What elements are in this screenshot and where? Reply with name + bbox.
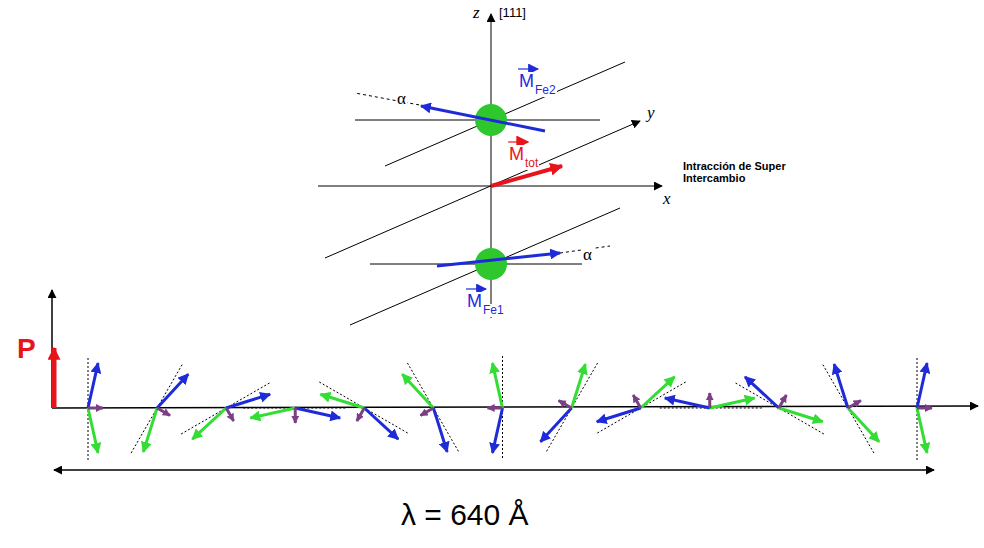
spin-axis-guide	[131, 363, 183, 453]
fe-atom	[475, 248, 507, 280]
moment-fe2	[421, 106, 545, 131]
spin-arrow	[157, 374, 188, 408]
spin-arrow	[492, 408, 502, 453]
spin-arrow	[143, 408, 157, 452]
axis-direction: [111]	[498, 6, 527, 20]
vector-sign	[466, 288, 486, 289]
spin-arrow	[364, 408, 398, 439]
spin-arrow	[320, 394, 364, 408]
vector-subscript: Fe1	[482, 304, 505, 317]
wavelength-label: λ = 640 Å	[400, 498, 530, 531]
interaction-note: Intracción de Super Intercambio	[682, 160, 809, 184]
vector-symbol: M	[518, 72, 535, 92]
y-axis	[325, 121, 640, 258]
spin-arrow	[834, 364, 848, 408]
net-moment-arrow	[420, 408, 433, 416]
spin-axis-guide	[734, 382, 824, 434]
spin-arrow	[710, 398, 755, 408]
axis-name: x	[662, 190, 672, 209]
spin-arrow	[779, 408, 823, 422]
net-moment-arrow	[779, 395, 787, 408]
spin-axis-guide	[546, 363, 598, 453]
spin-axis-guide	[822, 363, 874, 453]
vector-symbol: M	[508, 145, 525, 165]
polarization-arrow	[52, 348, 57, 408]
spin-arrow	[540, 408, 571, 442]
net-moment-arrow	[488, 407, 503, 410]
net-moment-arrow	[917, 407, 932, 410]
net-moment-arrow	[357, 408, 365, 421]
net-moment-arrow	[848, 401, 861, 409]
angle-label: α	[582, 246, 593, 265]
vector-subscript: tot	[524, 157, 539, 170]
spin-arrow	[665, 398, 710, 408]
angle-guide	[355, 93, 425, 106]
net-moment-arrow	[226, 408, 234, 421]
angle-label: α	[396, 90, 407, 109]
spin-arrow	[745, 377, 779, 408]
spin-cycloid	[88, 356, 932, 460]
spin-axis-guide	[407, 363, 459, 453]
spin-arrow	[572, 364, 586, 408]
axes	[318, 14, 662, 325]
spin-arrow	[917, 363, 927, 408]
spin-arrow	[226, 394, 270, 408]
spin-arrow	[433, 408, 447, 452]
spin-arrow	[250, 408, 295, 418]
propagation-axis	[52, 406, 978, 408]
vector-sign	[508, 141, 528, 142]
net-moment-arrow	[157, 408, 170, 416]
spin-arrow	[192, 408, 226, 439]
net-moment-arrow	[294, 408, 297, 423]
moment-fe1	[437, 253, 560, 266]
axis-name: z	[472, 4, 481, 23]
net-moment-arrow	[633, 395, 641, 408]
net-moment-arrow	[88, 407, 103, 410]
spin-arrow	[492, 363, 502, 408]
vector-sign	[518, 68, 538, 69]
vector-symbol: M	[466, 292, 483, 312]
spin-arrow	[597, 408, 641, 422]
lattice-line	[350, 208, 620, 325]
spin-arrow	[88, 408, 98, 453]
spin-arrow	[917, 408, 927, 453]
axis-name: y	[646, 104, 656, 123]
spin-arrow	[641, 377, 675, 408]
spin-arrow	[848, 408, 879, 442]
spin-arrow	[88, 363, 98, 408]
net-moment-arrow	[708, 393, 711, 408]
net-moment-arrow	[559, 401, 572, 409]
lattice-line	[385, 62, 625, 166]
spin-arrow	[295, 408, 340, 418]
polarization-label: P	[16, 334, 37, 365]
spin-arrow	[402, 374, 433, 408]
dimension-line	[54, 469, 934, 471]
vector-subscript: Fe2	[534, 84, 557, 97]
